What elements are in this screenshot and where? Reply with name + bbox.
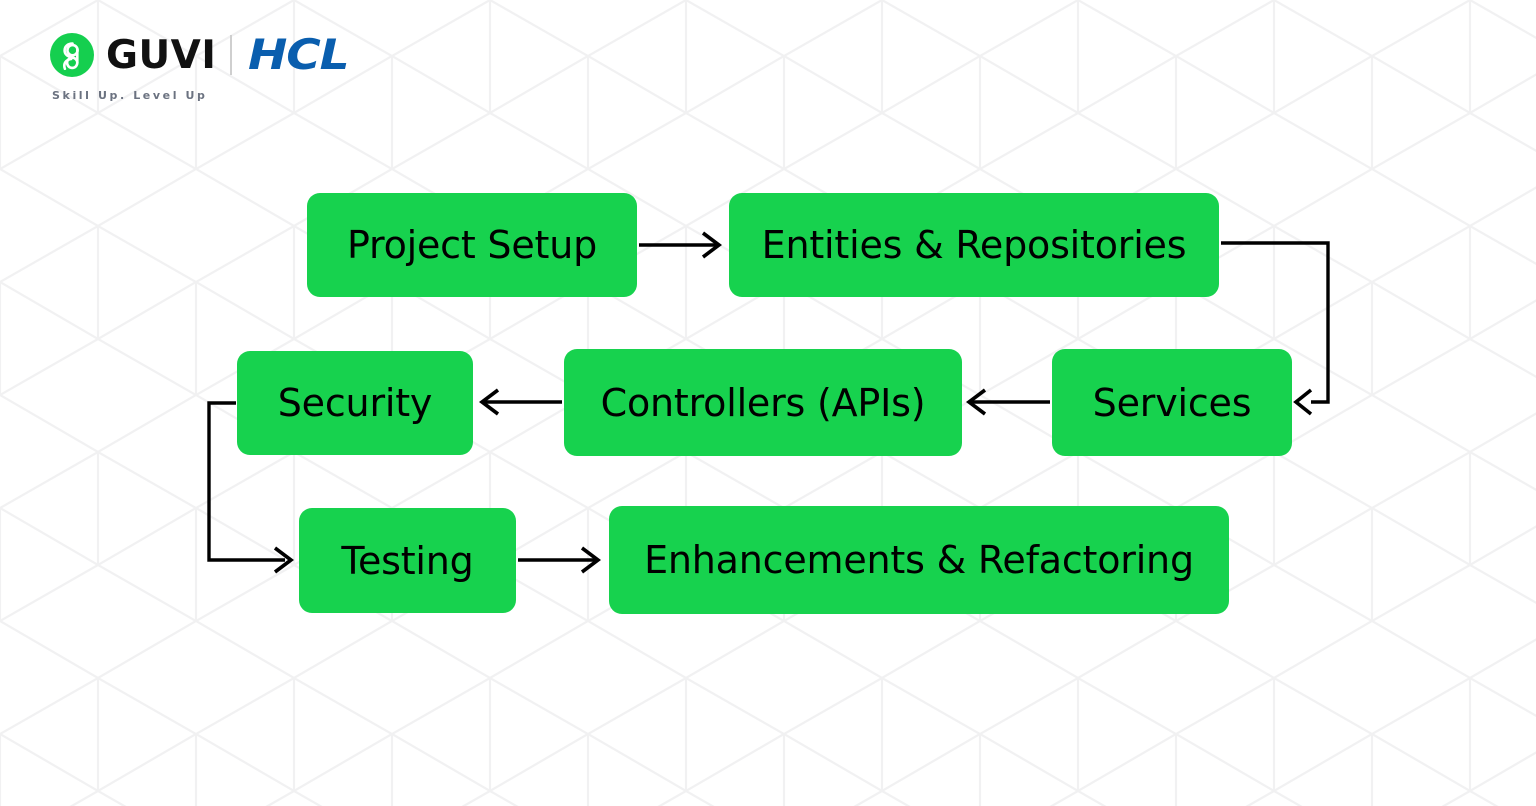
- node-entities-repositories[interactable]: Entities & Repositories: [729, 193, 1219, 297]
- node-project-setup[interactable]: Project Setup: [307, 193, 637, 297]
- node-testing[interactable]: Testing: [299, 508, 516, 613]
- hcl-wordmark: HCL: [248, 30, 350, 79]
- node-security[interactable]: Security: [237, 351, 473, 455]
- node-label: Security: [277, 381, 433, 425]
- node-label: Project Setup: [346, 223, 598, 267]
- node-enhancements-refactoring[interactable]: Enhancements & Refactoring: [609, 506, 1229, 614]
- guvi-g-logo-icon: [50, 33, 94, 77]
- node-label: Enhancements & Refactoring: [644, 538, 1194, 582]
- vertical-divider-icon: [230, 35, 233, 75]
- brand-header: GUVI HCL Skill Up. Level Up: [50, 30, 350, 102]
- node-label: Controllers (APIs): [600, 380, 926, 425]
- brand-logo-row: GUVI HCL: [50, 30, 350, 80]
- node-label: Services: [1092, 380, 1252, 425]
- node-controllers-apis[interactable]: Controllers (APIs): [564, 349, 962, 456]
- node-label: Entities & Repositories: [761, 223, 1187, 267]
- node-label: Testing: [341, 538, 474, 583]
- brand-tagline: Skill Up. Level Up: [52, 89, 208, 102]
- guvi-wordmark: GUVI: [106, 32, 217, 78]
- node-services[interactable]: Services: [1052, 349, 1292, 456]
